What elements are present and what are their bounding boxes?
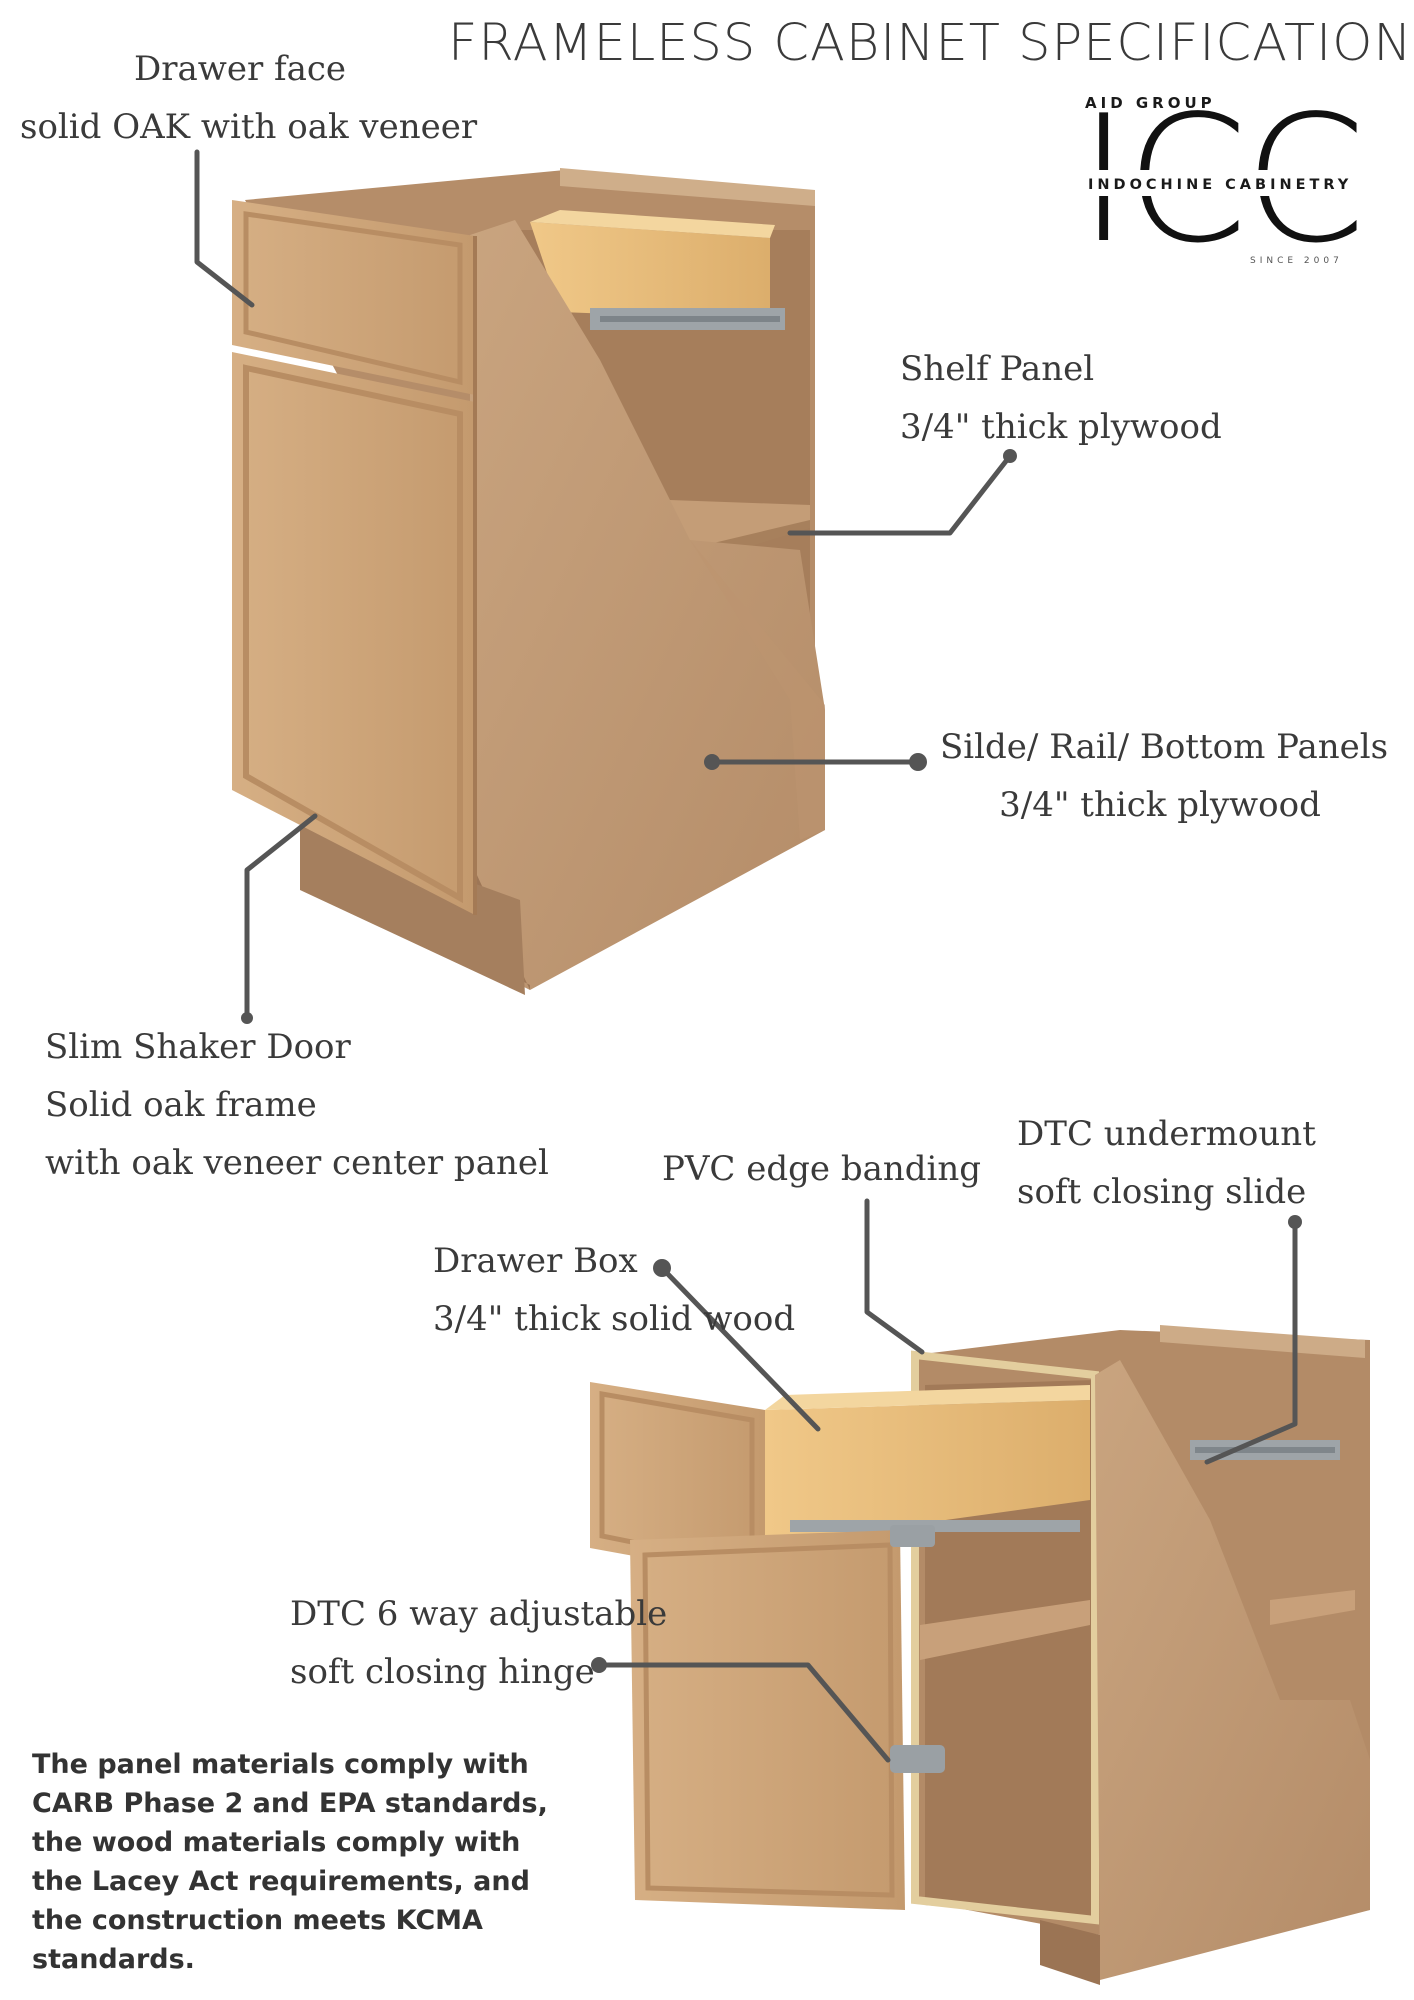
slide-label: DTC undermount soft closing slide [1017, 1114, 1316, 1212]
page-title: FRAMELESS CABINET SPECIFICATION [448, 14, 1413, 73]
drawer-box-label: Drawer Box 3/4" thick solid wood [433, 1241, 796, 1339]
drawer-face-label: Drawer face solid OAK with oak veneer [20, 49, 478, 147]
side-panels-label: Silde/ Rail/ Bottom Panels 3/4" thick pl… [940, 727, 1389, 825]
lower-cabinet [590, 1325, 1370, 1985]
icc-logo: AID GROUP ICC INDOCHINE CABINETRY SINCE … [1078, 79, 1366, 282]
upper-cabinet [232, 168, 825, 995]
leader-lines [194, 149, 1298, 1763]
edge-banding-label: PVC edge banding [662, 1149, 982, 1189]
logo-name-text: INDOCHINE CABINETRY [1088, 177, 1352, 193]
shaker-door-label: Slim Shaker Door Solid oak frame with oa… [45, 1027, 549, 1183]
leader-dots [241, 449, 1302, 1673]
shelf-panel-label: Shelf Panel 3/4" thick plywood [900, 349, 1222, 447]
logo-band [1084, 170, 1362, 196]
hinge-label: DTC 6 way adjustable soft closing hinge [290, 1594, 668, 1692]
logo-group-text: AID GROUP [1085, 94, 1216, 112]
logo-since-text: SINCE 2007 [1250, 256, 1343, 266]
compliance-note: The panel materials comply with CARB Pha… [32, 1749, 548, 1975]
